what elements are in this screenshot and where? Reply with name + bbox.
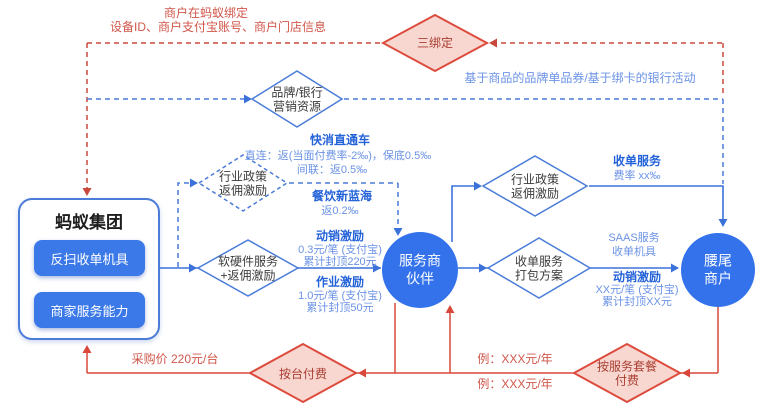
sales-incentive-title: 动销激励 [315,229,365,243]
red-solid-arrowheads [82,305,690,378]
work-incentive-line1: 1.0元/笔 (支付宝) [298,290,382,302]
dining-title: 餐饮新蓝海 [311,189,373,203]
work-incentive-line2: 累计封顶50元 [306,302,374,314]
industry-policy-left-label: 行业政策 返佣激励 [218,169,268,198]
top-note-line1: 商户在蚂蚁绑定 [163,6,249,20]
soft-hardware-label: 软硬件服务 +返佣激励 [217,254,279,283]
per-package-label: 按服务套餐 付费 [596,359,658,388]
fmcg-line1: 直连：返(当面付费率-2‰)，保底0.5‰ [244,150,432,162]
acquiring-package-diamond [486,237,592,299]
sales-incentive-line1: 0.3元/笔 (支付宝) [298,244,382,256]
brand-note: 基于商品的品牌单品券/基于绑卡的银行活动 [464,71,696,85]
example-year-2: 例：XXX元/年 [477,377,553,391]
merchant-service-button: 商家服务能力 [34,292,145,328]
acquiring-service-title: 收单服务 [612,154,662,168]
scan-device-button: 反扫收单机具 [34,240,145,276]
tri-binding-diamond [380,13,490,73]
per-package-diamond [571,342,683,404]
industry-policy-right-label: 行业政策 返佣激励 [510,172,560,201]
service-provider-label: 服务商 伙伴 [399,252,441,287]
sales-incentive2-title: 动销激励 [612,270,662,284]
industry-policy-left-diamond [197,154,289,212]
ant-group-title: 蚂蚁集团 [55,213,123,232]
work-incentive-title: 作业激励 [315,275,365,289]
blue-arrowheads [189,94,728,273]
tail-merchant-label: 腰尾 商户 [704,252,732,287]
acquiring-package-label: 收单服务 打包方案 [514,254,564,283]
purchase-price-label: 采购价 220元/台 [131,352,219,366]
red-dashed-arrowheads [82,38,497,196]
saas-line1: SAAS服务 [608,232,660,244]
sales-incentive-line2: 累计封顶220元 [303,256,377,268]
tri-binding-label: 三绑定 [416,35,454,50]
sales-incentive2-line1: XX元/笔 (支付宝) [595,284,679,296]
sales-incentive2-line2: 累计封顶XX元 [602,296,672,308]
per-device-label: 按台付费 [278,366,328,381]
industry-policy-right-diamond [481,155,589,217]
tail-merchant-node [681,233,755,307]
example-year-1: 例：XXX元/年 [477,352,553,366]
per-device-diamond [247,342,359,404]
brand-bank-diamond [250,70,344,128]
soft-hardware-diamond [196,239,300,297]
fmcg-title: 快消直通车 [309,133,371,147]
ant-group-box: 蚂蚁集团 反扫收单机具 商家服务能力 [18,198,160,340]
acquiring-service-line: 费率 xx‰ [613,170,661,182]
fmcg-line2: 间联：返0.5‰ [296,164,368,176]
blue-dashed-flow [87,98,724,267]
top-note-line2: 设备ID、商户支付宝账号、商户门店信息 [109,20,327,34]
saas-line2: 收单机具 [612,246,656,258]
brand-bank-label: 品牌/银行 营销资源 [271,85,323,114]
service-provider-node [382,232,458,308]
dining-line: 返0.2‰ [321,205,359,217]
